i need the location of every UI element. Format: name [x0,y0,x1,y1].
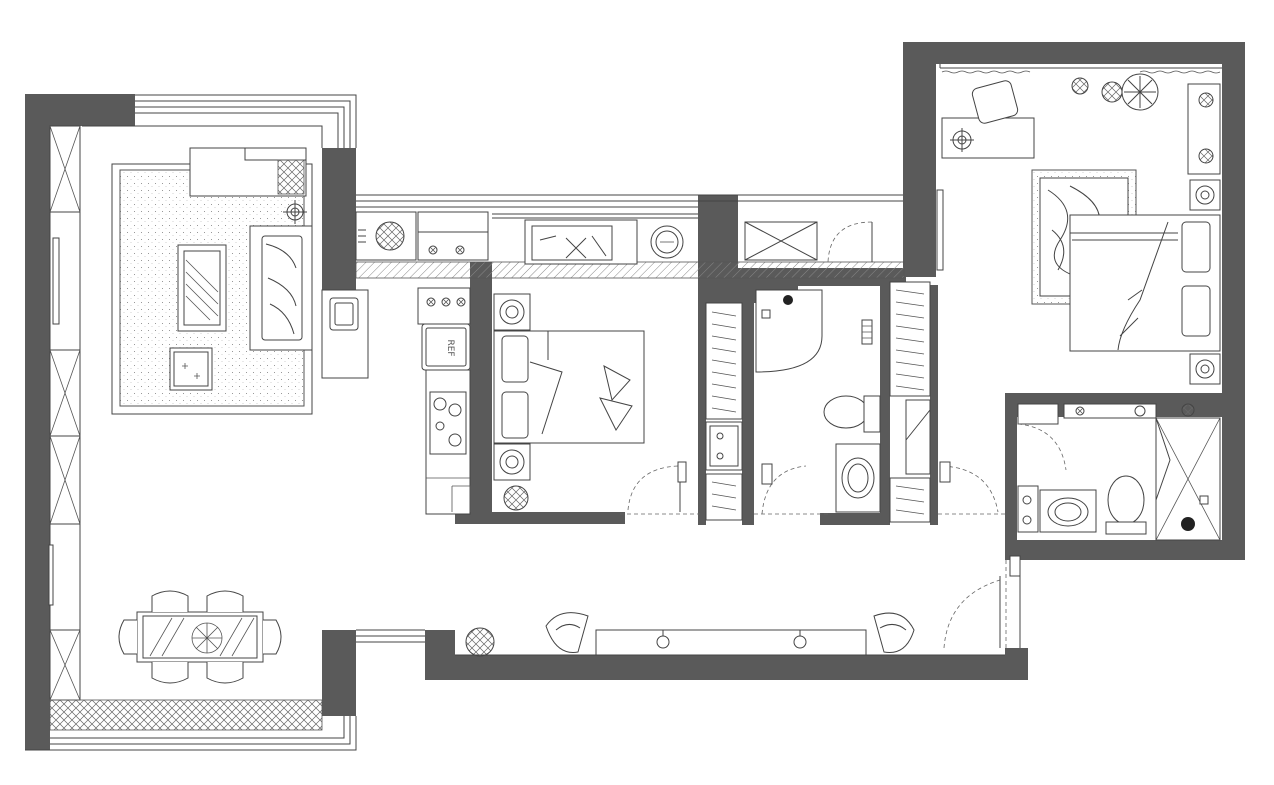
wardrobe [705,473,743,521]
balcony-bench [595,629,867,656]
floor-lamp-icon [283,200,307,224]
planter-strip [49,699,323,731]
wardrobes [705,281,931,523]
shower-head-icon [1181,517,1195,531]
plant-icon [465,627,495,657]
living-room [49,147,369,731]
bedroom-2 [493,293,687,512]
vanity-top [1063,403,1157,419]
shower-head-icon [783,295,793,305]
bathroom-main [755,289,999,515]
bathroom-master [1009,403,1221,577]
desk-chair [971,80,1019,124]
dining-set [118,590,282,684]
kitchen: REF [417,287,471,515]
refrigerator-label: REF [445,339,455,356]
armchair [873,612,915,654]
walls [25,42,1245,750]
kitchen-counter-top [417,211,489,261]
wardrobe [705,302,743,420]
plant-icon [375,221,405,251]
armchair [545,612,589,653]
master-bedroom [939,64,1222,385]
corridor-top [355,211,873,265]
plant-icon [1071,73,1159,111]
balcony [465,513,1021,657]
toilet-icon [823,395,869,429]
shower [755,289,823,373]
toilet-icon [1107,475,1145,525]
plant-icon [503,485,529,511]
wardrobe [889,281,931,397]
